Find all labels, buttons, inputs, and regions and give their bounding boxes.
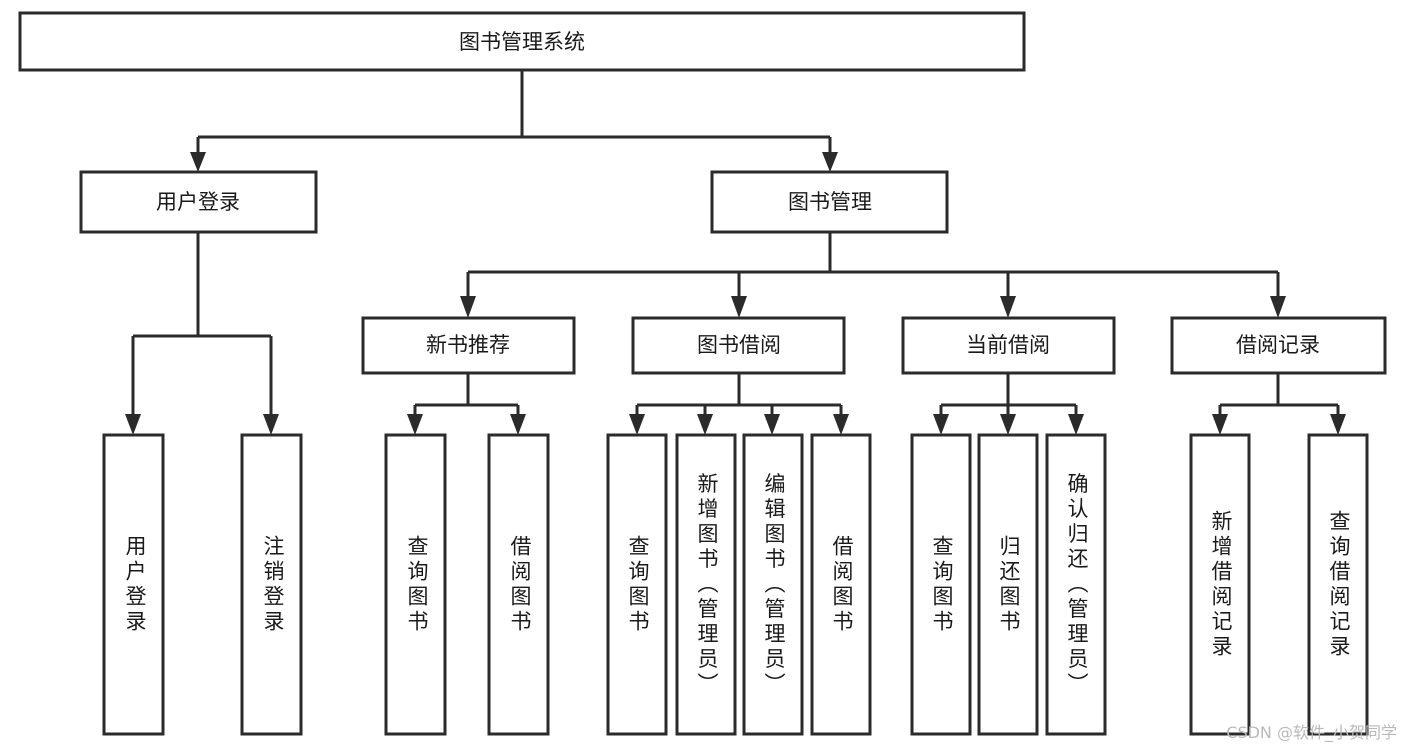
arrow-leaf-confirm-return — [1068, 414, 1084, 435]
node-leaf-borrow-book-box[interactable] — [810, 433, 872, 736]
node-leaf-query-record-label: 查询借阅记录 — [1327, 510, 1351, 660]
node-leaf-add-record-box[interactable] — [1189, 433, 1251, 736]
node-leaf-borrow-book-rec[interactable]: 借阅图书 — [487, 433, 550, 736]
node-leaf-edit-book-box[interactable] — [742, 433, 804, 736]
node-borrow-record[interactable]: 借阅记录 — [1170, 316, 1387, 375]
arrow-leaf-query-record — [1330, 414, 1346, 435]
node-book-borrow[interactable]: 图书借阅 — [631, 316, 846, 375]
node-leaf-edit-book[interactable]: 编辑图书（管理员） — [742, 433, 804, 736]
node-leaf-confirm-return-box[interactable] — [1045, 433, 1107, 736]
node-leaf-add-book-label: 新增图书（管理员） — [695, 473, 719, 698]
node-leaf-borrow-book[interactable]: 借阅图书 — [810, 433, 872, 736]
node-leaf-add-record[interactable]: 新增借阅记录 — [1189, 433, 1251, 736]
connector-layer — [125, 70, 1346, 435]
node-leaf-query-record[interactable]: 查询借阅记录 — [1307, 433, 1369, 736]
node-leaf-query-book-current[interactable]: 查询图书 — [910, 433, 972, 736]
node-user-login[interactable]: 用户登录 — [79, 170, 318, 234]
node-leaf-query-book-borrow-label: 查询图书 — [626, 535, 650, 635]
node-leaf-user-logout-label: 注销登录 — [261, 535, 285, 635]
node-leaf-user-logout[interactable]: 注销登录 — [240, 433, 303, 736]
arrow-leaf-edit-book — [764, 414, 780, 435]
node-book-borrow-box[interactable] — [631, 316, 846, 375]
node-leaf-query-book-current-label: 查询图书 — [930, 535, 954, 635]
node-current-borrow-label: 当前借阅 — [966, 333, 1050, 357]
node-leaf-borrow-book-rec-label: 借阅图书 — [508, 535, 532, 635]
node-leaf-add-book[interactable]: 新增图书（管理员） — [675, 433, 737, 736]
node-book-manage-label: 图书管理 — [788, 190, 872, 214]
arrow-book-manage — [822, 152, 838, 172]
arrow-leaf-query-book-rec — [407, 414, 423, 435]
node-current-borrow-box[interactable] — [901, 316, 1116, 375]
node-leaf-add-book-box[interactable] — [675, 433, 737, 736]
arrow-leaf-borrow-book-rec — [510, 414, 526, 435]
node-leaf-query-record-box[interactable] — [1307, 433, 1369, 736]
node-book-borrow-label: 图书借阅 — [697, 333, 781, 357]
arrow-new-book-recommend — [460, 296, 476, 318]
arrow-leaf-add-book — [697, 414, 713, 435]
node-leaf-edit-book-label: 编辑图书（管理员） — [762, 473, 786, 698]
node-leaf-query-book-current-box[interactable] — [910, 433, 972, 736]
node-current-borrow[interactable]: 当前借阅 — [901, 316, 1116, 375]
node-book-manage-box[interactable] — [710, 170, 949, 234]
node-new-book-recommend-label: 新书推荐 — [426, 333, 510, 357]
node-leaf-confirm-return-label: 确认归还（管理员） — [1065, 473, 1089, 698]
arrow-leaf-user-logout — [263, 414, 279, 435]
arrow-current-borrow — [1000, 296, 1016, 318]
node-leaf-query-book-borrow[interactable]: 查询图书 — [606, 433, 668, 736]
arrow-leaf-return-book — [1000, 414, 1016, 435]
node-leaf-query-book-rec-box[interactable] — [384, 433, 447, 736]
node-leaf-query-book-rec-label: 查询图书 — [405, 535, 429, 635]
node-leaf-return-book-label: 归还图书 — [997, 535, 1021, 635]
arrow-user-login — [190, 152, 206, 172]
arrow-borrow-record — [1270, 296, 1286, 318]
arrow-leaf-query-book-current — [933, 414, 949, 435]
node-new-book-recommend-box[interactable] — [361, 316, 576, 375]
arrow-leaf-query-book-borrow — [629, 414, 645, 435]
node-user-login-label: 用户登录 — [156, 190, 240, 214]
node-user-login-box[interactable] — [79, 170, 318, 234]
node-new-book-recommend[interactable]: 新书推荐 — [361, 316, 576, 375]
node-leaf-query-book-borrow-box[interactable] — [606, 433, 668, 736]
arrow-leaf-add-record — [1212, 414, 1228, 435]
node-leaf-user-logout-box[interactable] — [240, 433, 303, 736]
node-root[interactable]: 图书管理系统 — [18, 11, 1026, 72]
arrow-book-borrow — [731, 296, 747, 318]
node-leaf-borrow-book-label: 借阅图书 — [830, 535, 854, 635]
node-root-label: 图书管理系统 — [459, 30, 585, 54]
node-leaf-return-book-box[interactable] — [977, 433, 1039, 736]
node-leaf-user-login-box[interactable] — [102, 433, 165, 736]
node-leaf-query-book-rec[interactable]: 查询图书 — [384, 433, 447, 736]
node-root-box[interactable] — [18, 11, 1026, 72]
arrow-leaf-borrow-book — [833, 414, 849, 435]
node-borrow-record-label: 借阅记录 — [1236, 333, 1320, 357]
node-leaf-confirm-return[interactable]: 确认归还（管理员） — [1045, 433, 1107, 736]
node-book-manage[interactable]: 图书管理 — [710, 170, 949, 234]
arrow-leaf-user-login — [125, 414, 141, 435]
node-leaf-add-record-label: 新增借阅记录 — [1209, 510, 1233, 660]
node-leaf-user-login-label: 用户登录 — [123, 535, 147, 635]
node-leaf-user-login[interactable]: 用户登录 — [102, 433, 165, 736]
node-leaf-borrow-book-rec-box[interactable] — [487, 433, 550, 736]
node-leaf-return-book[interactable]: 归还图书 — [977, 433, 1039, 736]
node-borrow-record-box[interactable] — [1170, 316, 1387, 375]
